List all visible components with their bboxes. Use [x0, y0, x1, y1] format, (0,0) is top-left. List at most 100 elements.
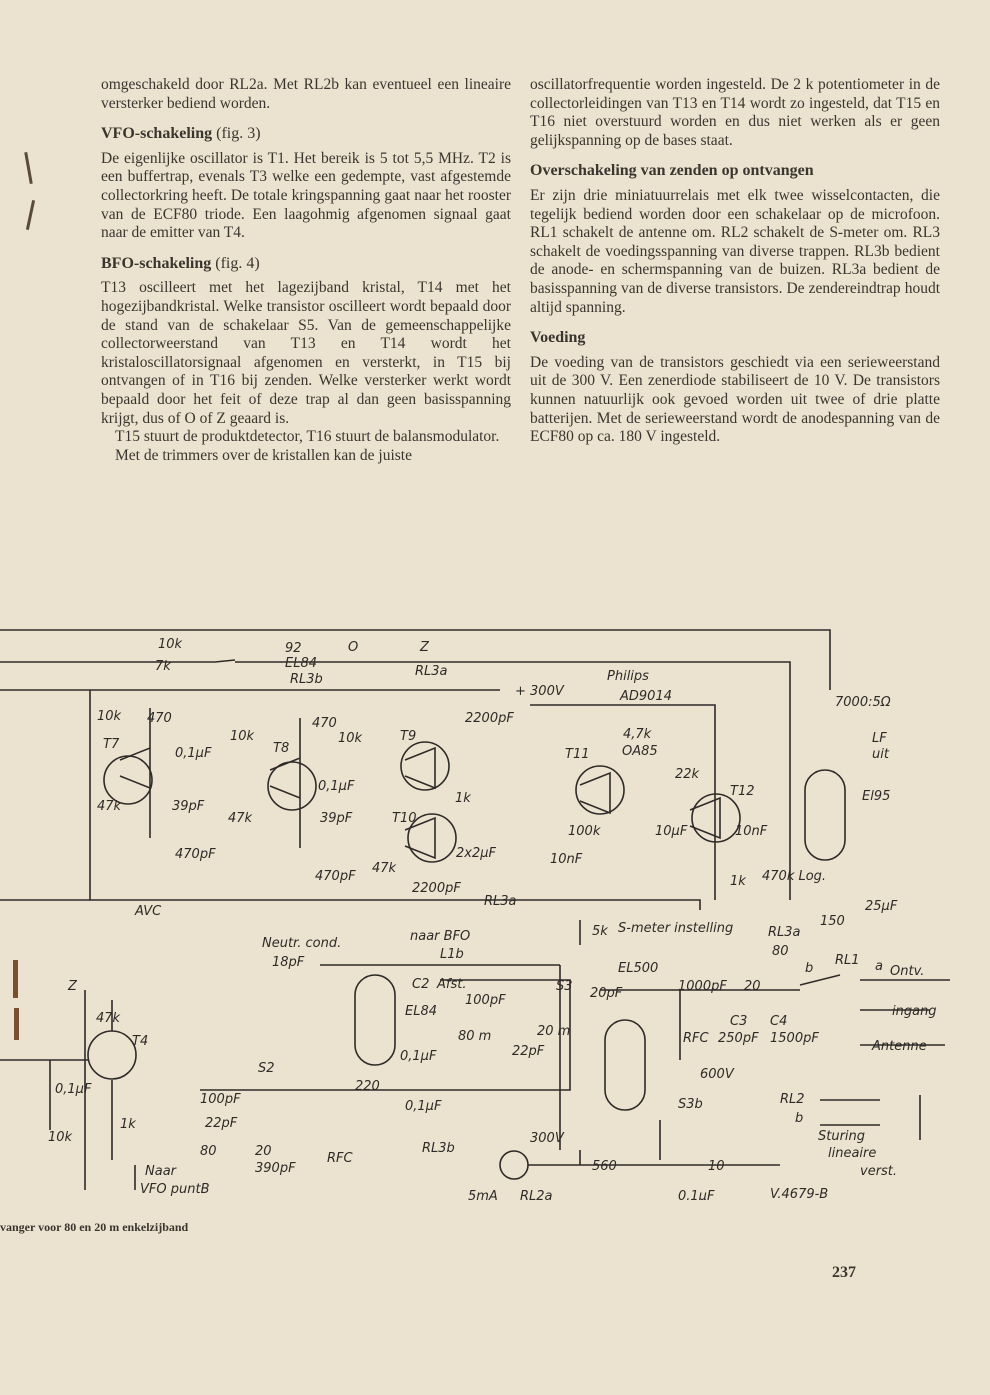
schematic-label: 4,7k: [623, 727, 652, 742]
figure-caption: vanger voor 80 en 20 m enkelzijband: [0, 1220, 189, 1234]
schematic-label: 100k: [568, 824, 601, 839]
schematic-label: 470k Log.: [762, 869, 826, 884]
schematic-label: T11: [565, 747, 589, 762]
schematic-label: T4: [132, 1034, 148, 1049]
schematic-label: 0,1µF: [678, 1189, 715, 1200]
schematic-label: EL84: [285, 656, 317, 671]
schematic-label: Afst.: [436, 977, 466, 992]
schematic-label: 10k: [230, 729, 255, 744]
schematic-label: 1k: [730, 874, 746, 889]
schematic-label: OA85: [622, 744, 658, 759]
schematic-label: 10µF: [655, 824, 688, 839]
paragraph: T15 stuurt de produktdetector, T16 stuur…: [115, 428, 500, 446]
schematic-label: RFC: [683, 1031, 710, 1046]
section-heading-voeding: Voeding: [530, 329, 586, 347]
schematic-label: 20pF: [590, 986, 623, 1001]
wires: [0, 629, 950, 1190]
schematic-label: 470: [147, 711, 172, 726]
paragraph: De voeding van de transistors geschiedt …: [530, 353, 940, 446]
schematic-label: S2: [258, 1061, 275, 1076]
heading-text: BFO-schakeling: [101, 254, 212, 272]
schematic-label: 7000:5Ω: [835, 695, 891, 710]
paragraph: T13 oscilleert met het lagezijband krist…: [101, 279, 511, 427]
schematic-label: Z: [67, 979, 78, 994]
schematic-label: 390pF: [255, 1161, 296, 1176]
schematic-label: VFO puntB: [140, 1182, 210, 1197]
schematic-label: 20: [255, 1144, 272, 1159]
schematic-label: naar BFO: [410, 929, 470, 944]
schematic-label: 100pF: [465, 993, 506, 1008]
figure-ref: (fig. 4): [215, 254, 260, 272]
schematic-label: S3: [556, 979, 573, 994]
schematic-label: 80: [200, 1144, 217, 1159]
schematic-label: 10nF: [735, 824, 768, 839]
schematic-label: 2x2µF: [456, 846, 497, 861]
schematic-label: 1000pF: [678, 979, 727, 994]
schematic-label: T9: [400, 729, 416, 744]
schematic-label: RL3a: [484, 894, 517, 909]
margin-mark: [25, 200, 36, 230]
schematic-label: EL84: [405, 1004, 437, 1019]
schematic-label: 10k: [48, 1130, 73, 1145]
schematic-label: 47k: [96, 1011, 121, 1026]
schematic-label: 7k: [155, 659, 171, 674]
schematic-label: 0,1µF: [318, 779, 355, 794]
schematic-label: 39pF: [320, 811, 353, 826]
schematic-label: AD9014: [619, 689, 672, 704]
schematic-label: 10k: [97, 709, 122, 724]
schematic-label: 47k: [228, 811, 253, 826]
schematic-label: C4: [770, 1014, 787, 1029]
schematic-label: RFC: [327, 1151, 354, 1166]
section-heading-bfo: BFO-schakeling (fig. 4): [101, 255, 511, 274]
schematic-label: 2200pF: [412, 881, 461, 896]
schematic-label: 10k: [158, 637, 183, 652]
schematic-label: 1k: [455, 791, 471, 806]
schematic-label: S-meter instelling: [618, 921, 733, 936]
left-text-column: omgeschakeld door RL2a. Met RL2b kan eve…: [101, 76, 511, 465]
schematic-label: EL500: [618, 961, 658, 976]
figure-ref: (fig. 3): [216, 125, 261, 143]
schematic-label: 10: [708, 1159, 725, 1174]
schematic-label: 100pF: [200, 1092, 241, 1107]
paragraph: Met de trimmers over de kristallen kan d…: [115, 446, 412, 464]
schematic-label: L1b: [440, 947, 464, 962]
schematic-label: Sturing: [818, 1129, 865, 1144]
schematic-label: 22k: [675, 767, 700, 782]
schematic-label: RL2a: [520, 1189, 553, 1200]
schematic-label: 22pF: [205, 1116, 238, 1131]
schematic-label: C3: [730, 1014, 747, 1029]
schematic-label: 560: [592, 1159, 617, 1174]
schematic-label: T7: [103, 737, 120, 752]
schematic-label: RL3a: [415, 664, 448, 679]
schematic-label: 39pF: [172, 799, 205, 814]
schematic-label: RL3b: [422, 1141, 455, 1156]
paragraph: De eigenlijke oscillator is T1. Het bere…: [101, 149, 511, 242]
schematic-label: a: [875, 959, 883, 974]
margin-mark: [14, 1008, 19, 1040]
schematic-label: 250pF: [718, 1031, 759, 1046]
schematic-label: Philips: [607, 669, 649, 684]
paragraph: omgeschakeld door RL2a. Met RL2b kan eve…: [101, 76, 511, 112]
schematic-label: RL3a: [768, 925, 801, 940]
schematic-label: C2: [412, 977, 429, 992]
schematic-label: 18pF: [272, 955, 305, 970]
section-heading-overschakeling: Overschakeling van zenden op ontvangen: [530, 162, 814, 180]
schematic-label: AVC: [134, 904, 162, 919]
schematic-label: 470pF: [175, 847, 216, 862]
schematic-label: 25µF: [865, 899, 898, 914]
schematic-label: verst.: [860, 1164, 897, 1179]
schematic-label: T8: [273, 741, 289, 756]
schematic-label: 0,1µF: [405, 1099, 442, 1114]
schematic-label: lineaire: [828, 1146, 876, 1161]
page-number: 237: [832, 1264, 856, 1281]
paragraph: oscillatorfrequentie worden ingesteld. D…: [530, 76, 940, 149]
schematic-label: O: [348, 640, 358, 655]
schematic-label: LF: [872, 731, 887, 746]
schematic-label: 47k: [372, 861, 397, 876]
schematic-label: 300V: [530, 1131, 565, 1146]
schematic-label: 5k: [592, 924, 608, 939]
schematic-label: T12: [730, 784, 754, 799]
schematic-label: 2200pF: [465, 711, 514, 726]
schematic-label: 0,1µF: [400, 1049, 437, 1064]
schematic-label: Ontv.: [890, 964, 924, 979]
